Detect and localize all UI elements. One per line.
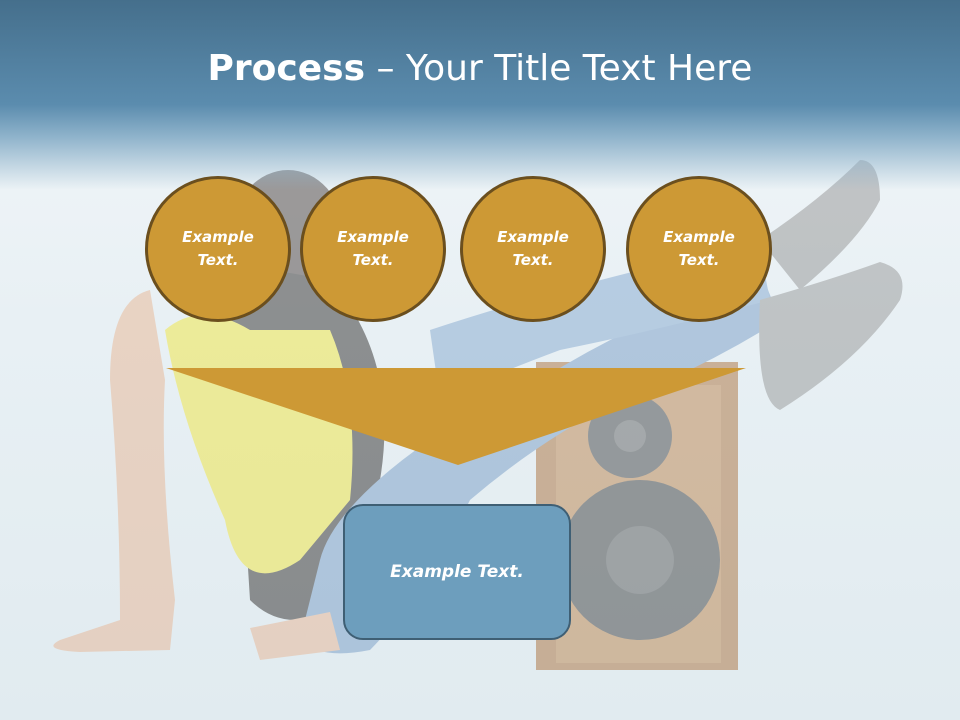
header-band [0,0,960,190]
step-circle-label: Example Text. [182,228,254,269]
step-circle-1[interactable]: Example Text. [145,176,291,322]
step-circle-label: Example Text. [337,228,409,269]
step-circle-3[interactable]: Example Text. [460,176,606,322]
funnel-triangle [166,368,746,465]
result-box[interactable]: Example Text. [343,504,571,640]
title-bold-part: Process [207,48,366,89]
slide-title: Process – Your Title Text Here [0,48,960,89]
step-circle-4[interactable]: Example Text. [626,176,772,322]
speaker-image [536,362,738,670]
step-circle-label: Example Text. [497,228,569,269]
step-circle-2[interactable]: Example Text. [300,176,446,322]
title-rest-part: – Your Title Text Here [365,48,753,89]
step-circle-label: Example Text. [663,228,735,269]
result-box-label: Example Text. [390,562,524,582]
